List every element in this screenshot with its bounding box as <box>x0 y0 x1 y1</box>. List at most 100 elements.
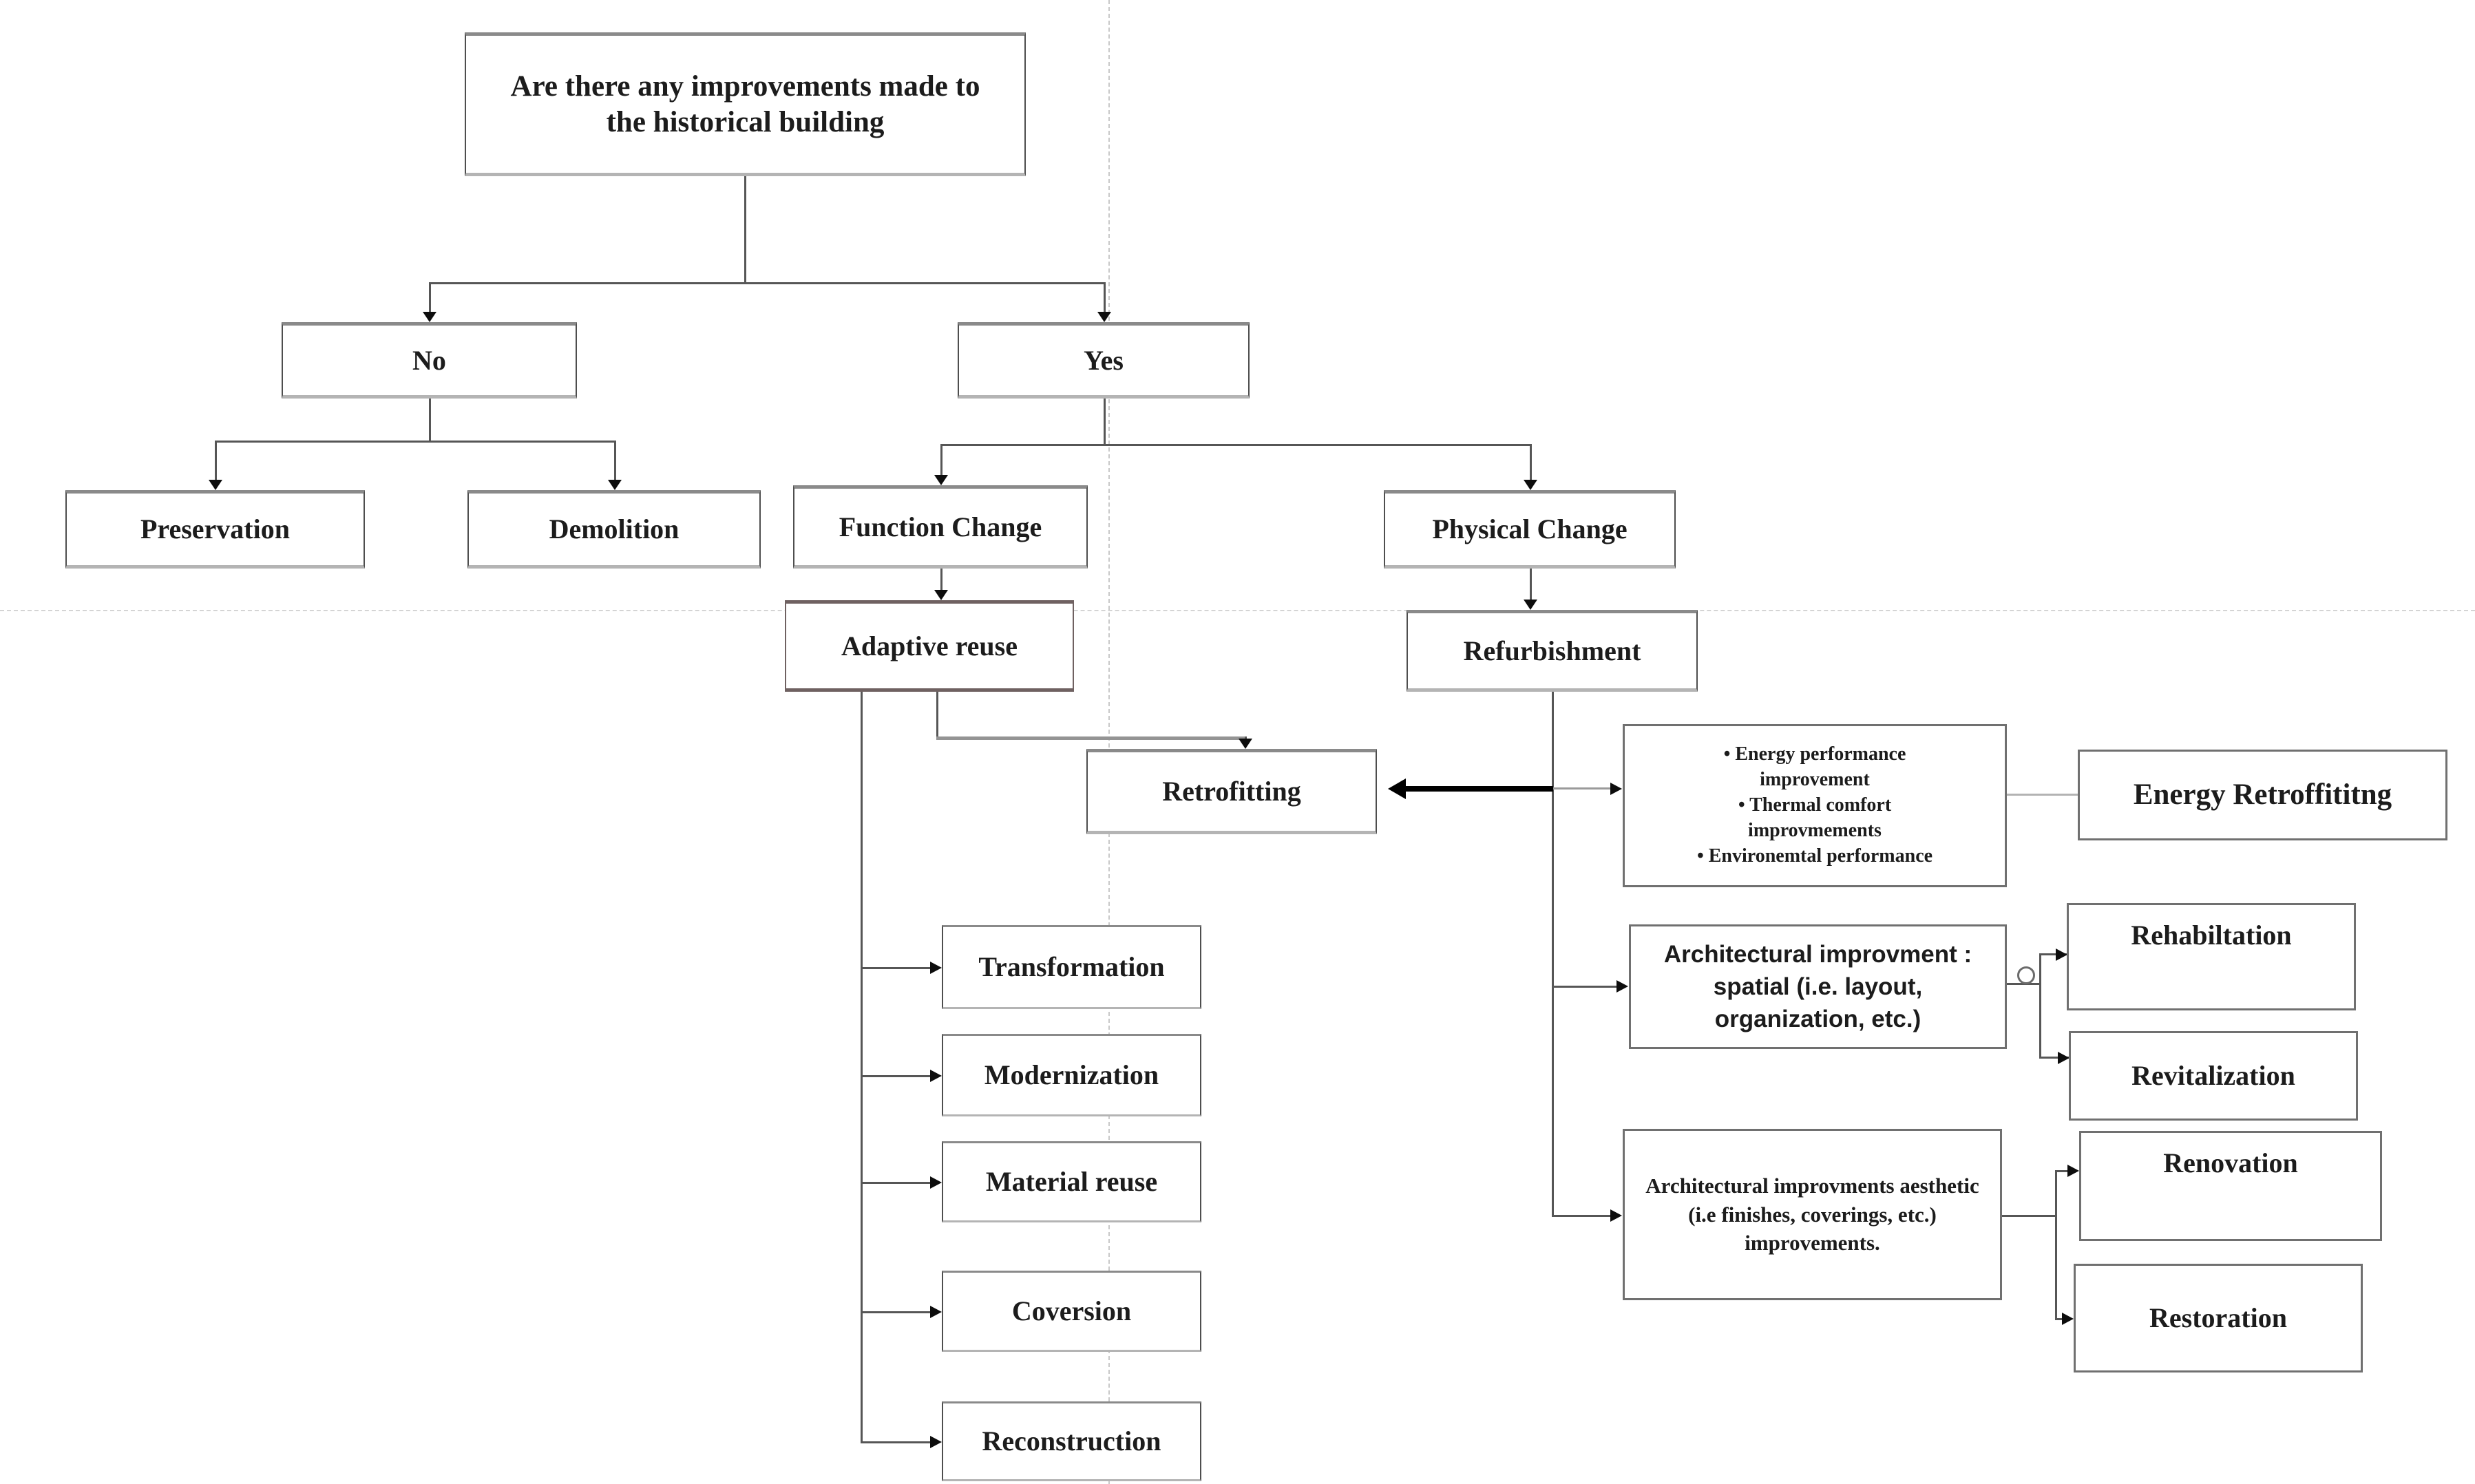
node-renovation-label: Renovation <box>2163 1147 2298 1178</box>
arrowhead-right <box>930 1436 942 1448</box>
connector <box>2055 1170 2068 1172</box>
node-yes: Yes <box>958 322 1250 399</box>
connector <box>861 967 931 969</box>
node-adaptive-reuse: Adaptive reuse <box>785 600 1074 692</box>
connector <box>2007 794 2078 796</box>
node-demolition-label: Demolition <box>549 513 680 544</box>
node-coversion: Coversion <box>942 1271 1201 1352</box>
node-rehabiltation-label: Rehabiltation <box>2131 920 2292 951</box>
connector <box>861 1441 931 1443</box>
node-physical-change: Physical Change <box>1384 490 1676 569</box>
arrowhead-down <box>1524 480 1537 490</box>
arrowhead-right <box>2062 1313 2074 1325</box>
connector <box>429 282 1106 284</box>
node-rehabiltation: Rehabiltation <box>2067 903 2356 1010</box>
arrowhead-down <box>209 480 222 490</box>
node-material-reuse-label: Material reuse <box>985 1166 1158 1197</box>
connector <box>936 690 938 738</box>
horizontal-dashed-guide <box>0 610 2475 611</box>
connector-thick <box>1406 786 1553 792</box>
node-no: No <box>282 322 577 399</box>
connector <box>2002 1215 2055 1217</box>
node-restoration: Restoration <box>2074 1264 2363 1372</box>
node-material-reuse: Material reuse <box>942 1141 1201 1222</box>
node-arch-aesthetic: Architectural improvments aesthetic (i.e… <box>1623 1129 2002 1300</box>
arrowhead-down <box>608 480 622 490</box>
bullet-thermal-comfort: • Thermal comfort improvmements <box>1738 794 1892 841</box>
connector <box>940 569 942 591</box>
arrowhead-right <box>2067 1165 2079 1177</box>
connector <box>1104 282 1106 312</box>
connector <box>2039 953 2067 955</box>
node-arch-spatial-label: Architectural improvment : spatial (i.e.… <box>1663 940 1972 1033</box>
arrowhead-right <box>2056 948 2067 961</box>
node-retrofitting: Retrofitting <box>1086 749 1377 834</box>
node-energy-retrofitting: Energy Retroffititng <box>2078 750 2447 840</box>
arrowhead-down <box>1239 739 1252 749</box>
arrowhead-left-large <box>1388 778 1406 799</box>
node-yes-label: Yes <box>1084 344 1124 376</box>
vertical-dashed-guide <box>1108 0 1110 1484</box>
node-retrofitting-label: Retrofitting <box>1162 776 1301 807</box>
node-function-change: Function Change <box>793 485 1088 569</box>
node-arch-aesthetic-label: Architectural improvments aesthetic (i.e… <box>1645 1173 1979 1255</box>
connector <box>1552 690 1554 1216</box>
connector <box>1104 399 1106 444</box>
node-function-change-label: Function Change <box>839 511 1042 542</box>
arrowhead-right <box>1616 980 1628 993</box>
bullet-environmental-performance: • Environemtal performance <box>1696 845 1933 867</box>
node-no-label: No <box>412 344 446 376</box>
node-revitalization: Revitalization <box>2069 1031 2358 1121</box>
connector <box>1245 736 1247 740</box>
node-coversion-label: Coversion <box>1011 1295 1132 1326</box>
bullet-energy-performance: • Energy performance improvement <box>1723 743 1906 791</box>
connector <box>744 176 746 282</box>
arrowhead-down <box>934 475 948 485</box>
connector <box>215 441 616 443</box>
connector <box>2039 1057 2069 1059</box>
connector <box>936 736 1246 740</box>
node-preservation: Preservation <box>65 490 365 569</box>
node-question: Are there any improvements made to the h… <box>465 32 1026 176</box>
connector <box>215 441 217 480</box>
arrowhead-down <box>934 590 948 600</box>
arrowhead-right <box>930 962 942 974</box>
arrowhead-right <box>1610 783 1622 795</box>
connector <box>861 1311 931 1313</box>
connector <box>1552 787 1611 789</box>
connector <box>614 441 616 480</box>
node-restoration-label: Restoration <box>2149 1302 2287 1333</box>
connector <box>1552 986 1617 988</box>
arrowhead-down <box>1097 312 1111 322</box>
node-modernization-label: Modernization <box>984 1059 1159 1090</box>
connector <box>1530 444 1532 480</box>
connector <box>1552 1215 1611 1217</box>
arrowhead-right <box>2058 1052 2069 1064</box>
node-physical-change-label: Physical Change <box>1432 513 1628 544</box>
node-revitalization-label: Revitalization <box>2131 1060 2295 1091</box>
node-reconstruction-label: Reconstruction <box>982 1425 1161 1456</box>
arrowhead-right <box>930 1306 942 1318</box>
connector <box>429 399 431 441</box>
connector <box>940 444 1532 446</box>
arrowhead-down <box>1524 600 1537 610</box>
node-arch-spatial: Architectural improvment : spatial (i.e.… <box>1629 924 2007 1049</box>
node-energy-retrofitting-label: Energy Retroffititng <box>2133 778 2392 812</box>
connector <box>2055 1170 2057 1320</box>
connector <box>429 282 431 312</box>
node-refurbishment-label: Refurbishment <box>1463 635 1641 666</box>
connector <box>2039 953 2041 1058</box>
node-question-label: Are there any improvements made to the h… <box>510 70 980 138</box>
node-reconstruction: Reconstruction <box>942 1401 1201 1481</box>
connector <box>861 690 863 1441</box>
connector <box>861 1182 931 1184</box>
arrowhead-right <box>930 1070 942 1082</box>
node-modernization: Modernization <box>942 1034 1201 1116</box>
node-transformation: Transformation <box>942 925 1201 1009</box>
connector <box>1530 569 1532 600</box>
arrowhead-down <box>423 312 436 322</box>
node-renovation: Renovation <box>2079 1131 2382 1241</box>
node-preservation-label: Preservation <box>140 513 290 544</box>
arrowhead-right <box>930 1176 942 1189</box>
connector <box>861 1075 931 1077</box>
